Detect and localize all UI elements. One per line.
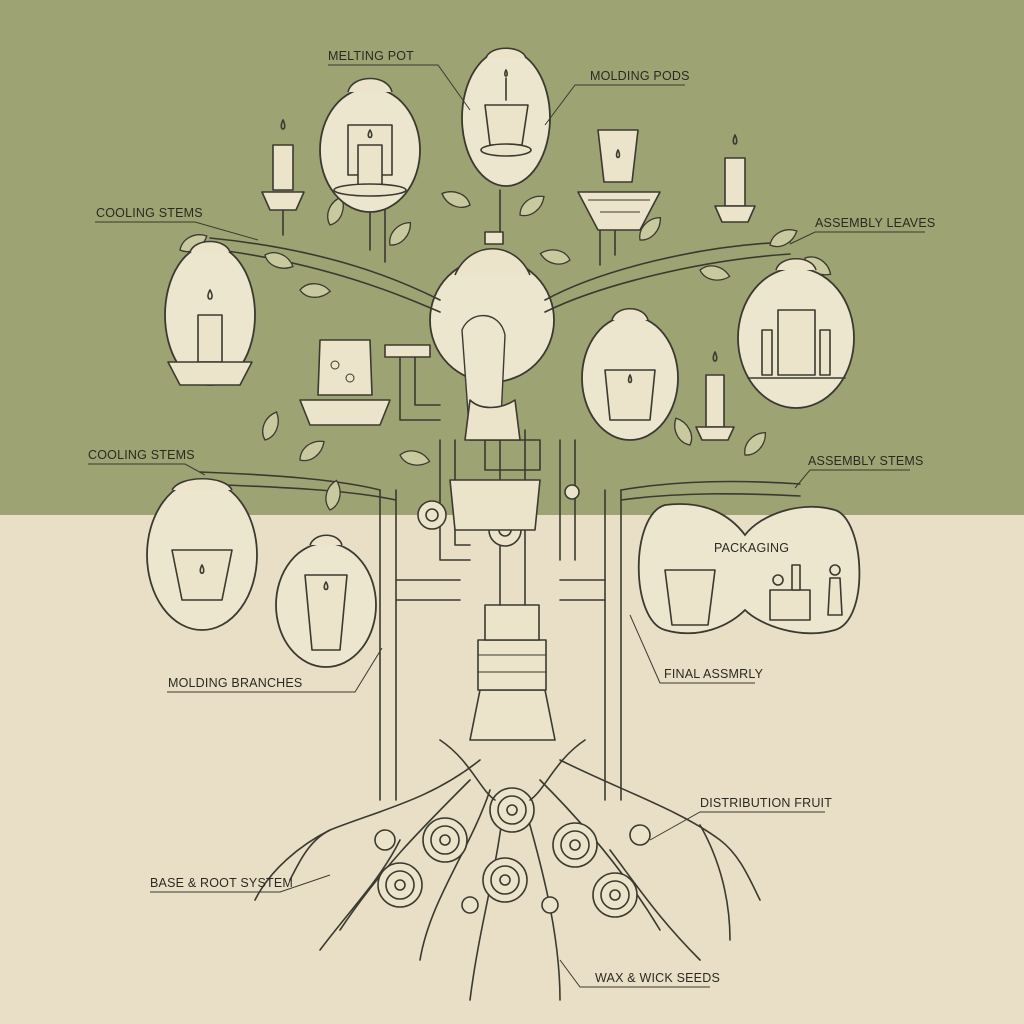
packaging-pod bbox=[637, 503, 861, 635]
assembly-cup bbox=[577, 129, 661, 231]
molding-pod-center-right bbox=[581, 307, 679, 441]
label-distribution-fruit: DISTRIBUTION FRUIT bbox=[700, 796, 832, 810]
assembly-pod-right bbox=[737, 257, 855, 409]
trunk bbox=[439, 429, 586, 801]
label-melting-pot: MELTING POT bbox=[328, 49, 414, 63]
label-cooling-stems-top: COOLING STEMS bbox=[96, 206, 203, 220]
cooling-pod-lower-left bbox=[146, 478, 258, 631]
candle-top-right bbox=[714, 134, 756, 223]
melting-vessel bbox=[429, 231, 555, 531]
labels: MELTING POT MOLDING PODS COOLING STEMS A… bbox=[88, 49, 935, 985]
label-assembly-stems: ASSEMBLY STEMS bbox=[808, 454, 924, 468]
label-packaging: PACKAGING bbox=[714, 541, 789, 555]
branches bbox=[199, 189, 801, 501]
cooling-pod-left bbox=[164, 240, 256, 386]
label-molding-branches: MOLDING BRANCHES bbox=[168, 676, 302, 690]
gear-cluster bbox=[374, 787, 651, 918]
candle-top-left bbox=[261, 119, 305, 236]
label-final-assembly: FINAL ASSMRLY bbox=[664, 667, 764, 681]
candle-mid-right bbox=[695, 351, 735, 441]
label-molding-pods: MOLDING PODS bbox=[590, 69, 690, 83]
leader-lines bbox=[88, 64, 925, 988]
pipe-network bbox=[379, 344, 622, 801]
molding-pod-lower-left bbox=[275, 534, 377, 668]
label-base-root-system: BASE & ROOT SYSTEM bbox=[150, 876, 293, 890]
molding-pod-top bbox=[461, 47, 551, 187]
label-wax-wick-seeds: WAX & WICK SEEDS bbox=[595, 971, 720, 985]
melting-pot-pod bbox=[319, 77, 421, 213]
label-cooling-stems-mid: COOLING STEMS bbox=[88, 448, 195, 462]
label-assembly-leaves: ASSEMBLY LEAVES bbox=[815, 216, 935, 230]
vase-bowl bbox=[299, 339, 391, 426]
